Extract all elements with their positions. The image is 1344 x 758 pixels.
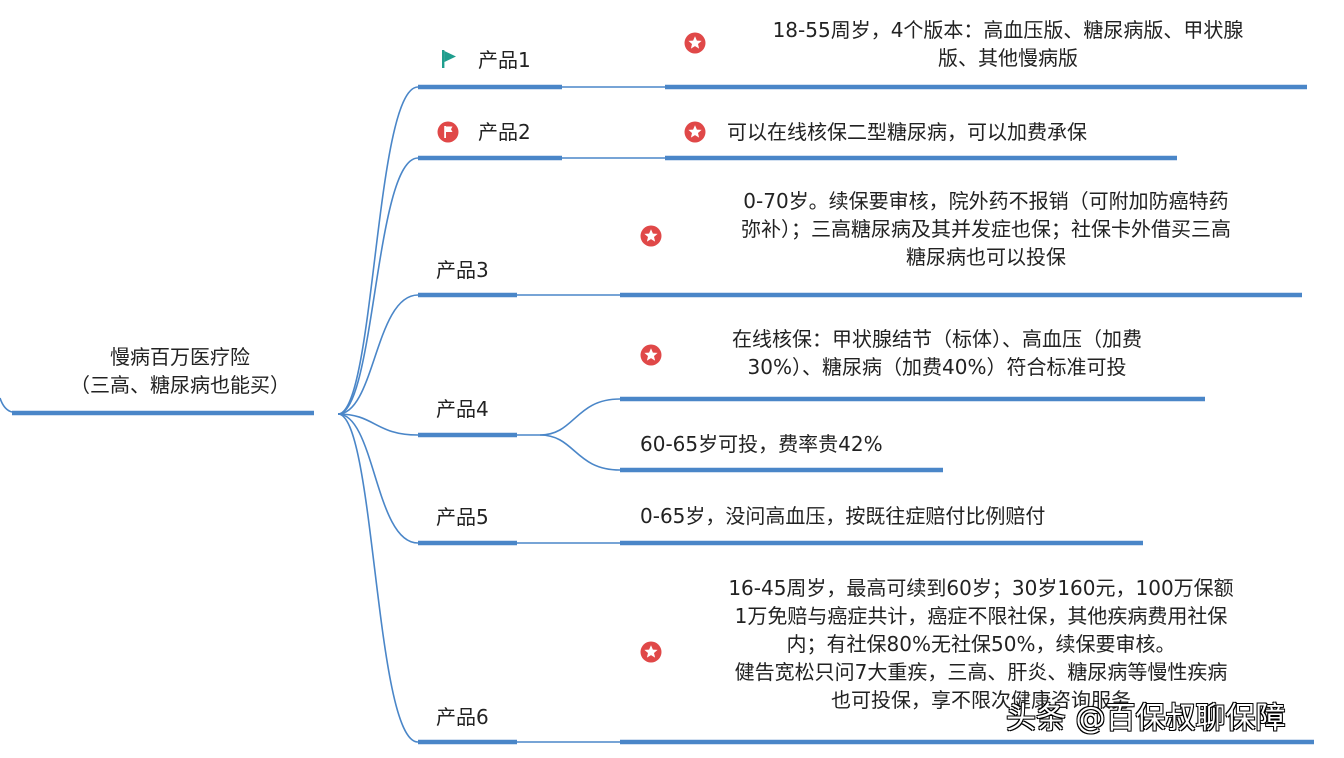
detail-line: 健告宽松只问7大重疾，三高、肝炎、糖尿病等慢性疾病 bbox=[734, 660, 1228, 684]
product-1-detail[interactable]: 18-55周岁，4个版本：高血压版、糖尿病版、甲状腺 版、其他慢病版 bbox=[716, 16, 1300, 72]
detail-line: 18-55周岁，4个版本：高血压版、糖尿病版、甲状腺 bbox=[772, 18, 1244, 42]
red-star-icon bbox=[640, 641, 662, 663]
red-star-icon bbox=[684, 121, 706, 143]
detail-line: 0-70岁。续保要审核，院外药不报销（可附加防癌特药 bbox=[743, 189, 1229, 213]
detail-line: 30%）、糖尿病（加费40%）符合标准可投 bbox=[747, 355, 1127, 379]
red-star-icon bbox=[684, 32, 706, 54]
detail-line: 也可投保，享不限次健康咨询服务 bbox=[831, 688, 1131, 712]
product-5-detail[interactable]: 0-65岁，没问高血压，按既往症赔付比例赔付 bbox=[640, 504, 1046, 528]
green-flag-icon bbox=[442, 50, 456, 68]
product-3-label[interactable]: 产品3 bbox=[436, 258, 489, 282]
detail-line: 版、其他慢病版 bbox=[938, 46, 1078, 70]
detail-line: 1万免赔与癌症共计，癌症不限社保，其他疾病费用社保 bbox=[734, 604, 1228, 628]
detail-line: 在线核保：甲状腺结节（标体）、高血压（加费 bbox=[732, 327, 1142, 351]
red-star-icon bbox=[640, 225, 662, 247]
detail-line: 弥补）；三高糖尿病及其并发症也保；社保卡外借买三高 bbox=[741, 217, 1231, 241]
product-1-label[interactable]: 产品1 bbox=[478, 48, 531, 72]
product-2-label[interactable]: 产品2 bbox=[478, 120, 531, 144]
product-5-label[interactable]: 产品5 bbox=[436, 505, 489, 529]
root-title: 慢病百万医疗险 bbox=[110, 345, 250, 369]
root-topic[interactable]: 慢病百万医疗险 （三高、糖尿病也能买） bbox=[30, 343, 330, 399]
product-2-detail[interactable]: 可以在线核保二型糖尿病，可以加费承保 bbox=[727, 120, 1087, 144]
product-3-detail[interactable]: 0-70岁。续保要审核，院外药不报销（可附加防癌特药 弥补）；三高糖尿病及其并发… bbox=[676, 187, 1296, 271]
product-4-label[interactable]: 产品4 bbox=[436, 397, 489, 421]
root-subtitle: （三高、糖尿病也能买） bbox=[70, 373, 290, 397]
product-4-detail-1[interactable]: 在线核保：甲状腺结节（标体）、高血压（加费 30%）、糖尿病（加费40%）符合标… bbox=[674, 325, 1200, 381]
product-6-label[interactable]: 产品6 bbox=[436, 705, 489, 729]
red-flag-icon bbox=[437, 121, 459, 143]
detail-line: 糖尿病也可以投保 bbox=[906, 245, 1066, 269]
watermark: 头条 @百保叔聊保障 bbox=[1006, 701, 1286, 736]
red-star-icon bbox=[640, 344, 662, 366]
product-4-detail-2[interactable]: 60-65岁可投，费率贵42% bbox=[640, 432, 883, 456]
product-6-detail[interactable]: 16-45周岁，最高可续到60岁；30岁160元，100万保额 1万免赔与癌症共… bbox=[676, 574, 1286, 714]
detail-line: 16-45周岁，最高可续到60岁；30岁160元，100万保额 bbox=[728, 576, 1234, 600]
detail-line: 内；有社保80%无社保50%，续保要审核。 bbox=[786, 632, 1176, 656]
